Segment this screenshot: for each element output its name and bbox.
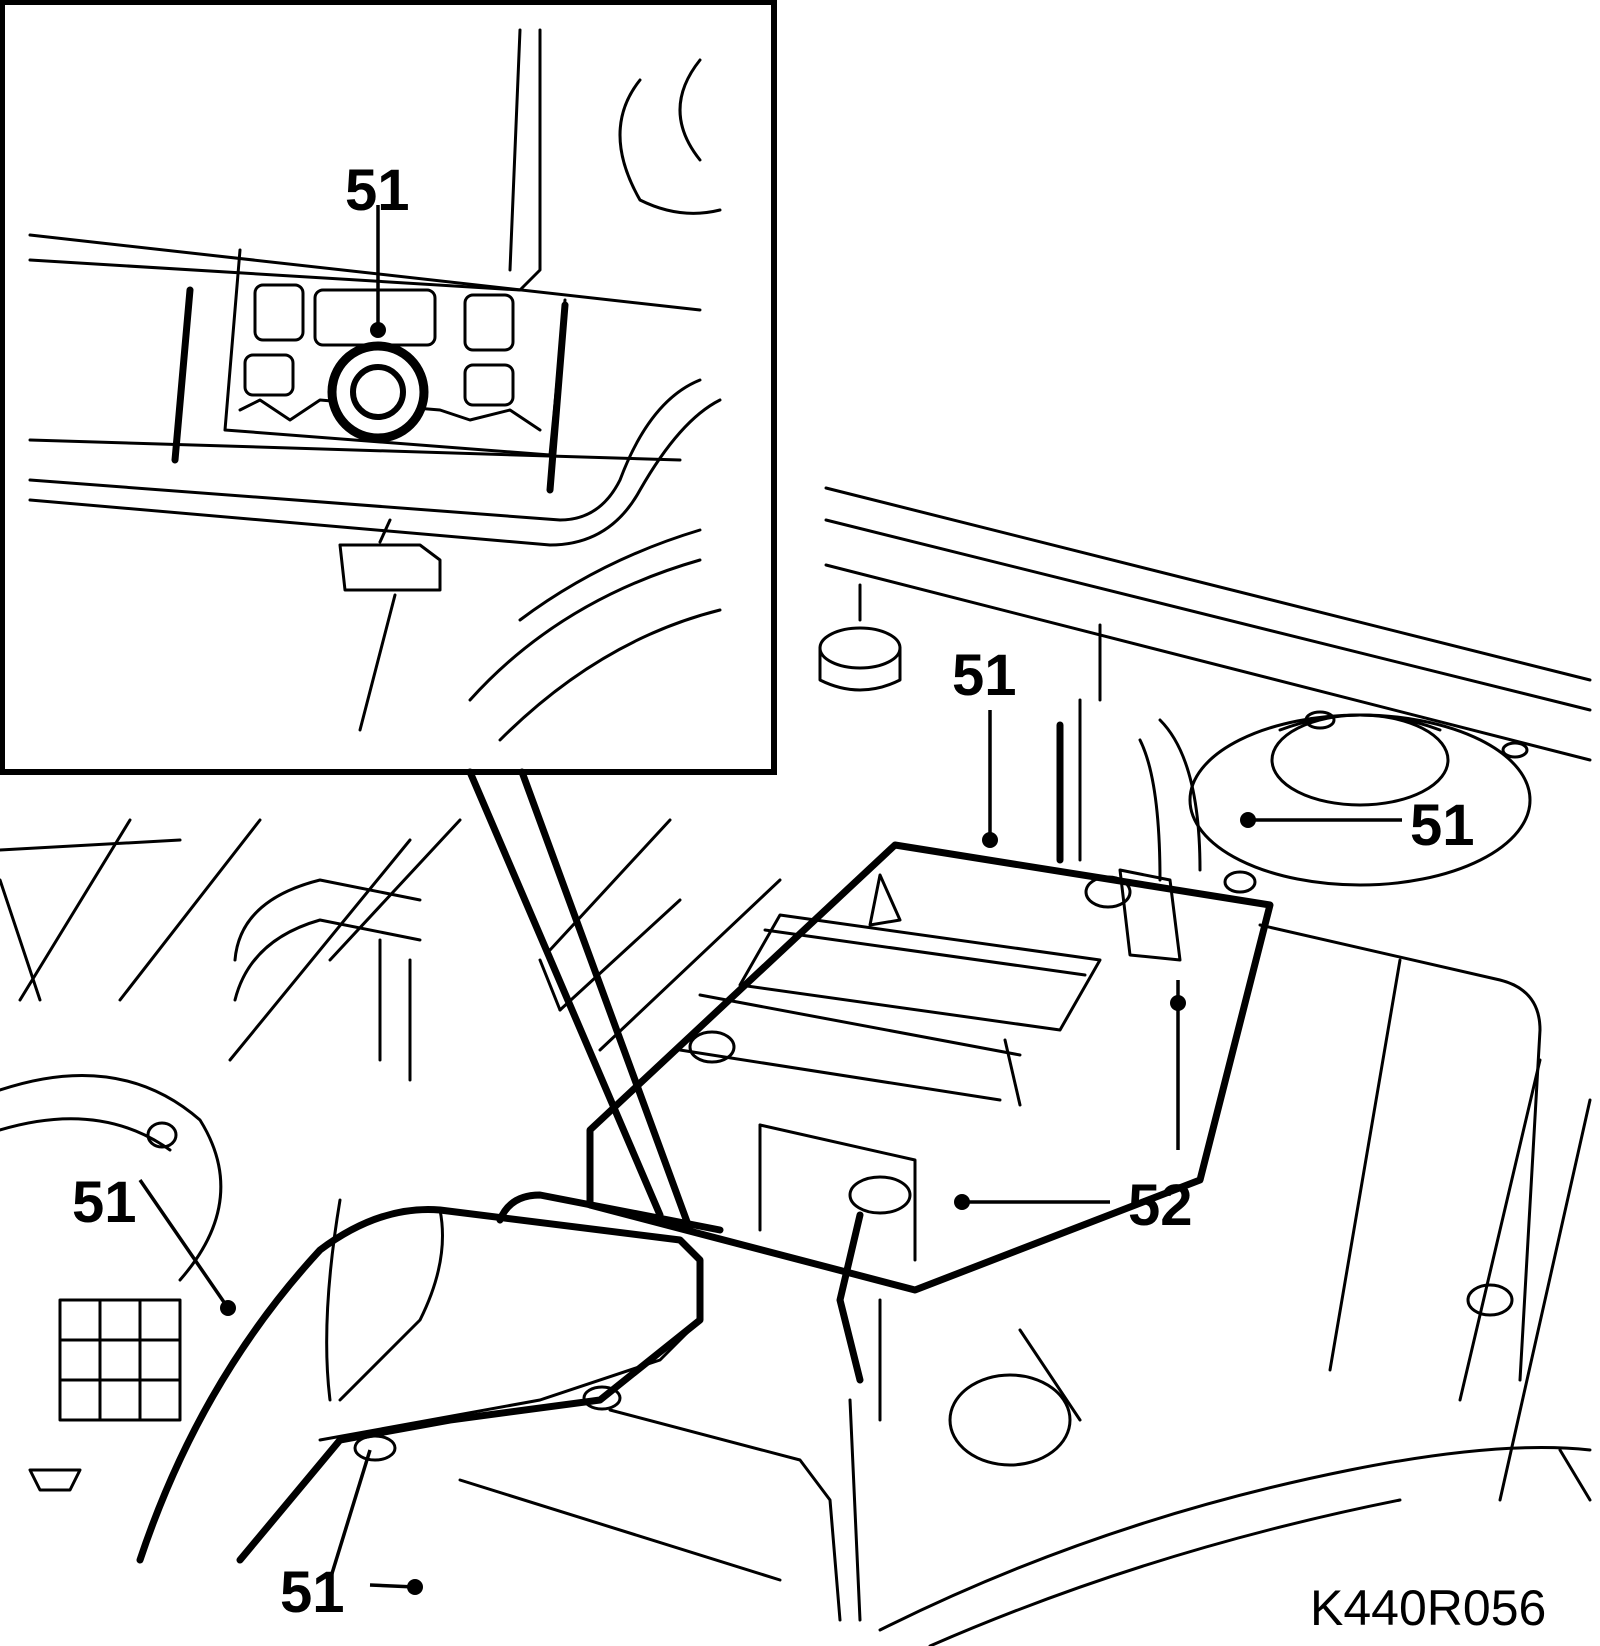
battery: [586, 698, 1274, 1622]
leader-lines: [138, 205, 1402, 1595]
callout-labels: 51 51 51 51 51 52 52: [72, 158, 1475, 1625]
engine-bay-linework: [0, 486, 1592, 1646]
callout-upper-center: 51: [952, 643, 1017, 708]
callout-battery-front: 52: [1128, 1173, 1193, 1238]
callout-bottom-left: 51: [280, 1560, 345, 1625]
air-intake-duct: [136, 1191, 842, 1622]
figure-code: K440R056: [1310, 1580, 1546, 1636]
inset-detail: [0, 0, 777, 1234]
callout-inset-nut: 51: [345, 158, 410, 223]
callout-left: 51: [72, 1170, 137, 1235]
callout-upper-right: 51: [1410, 793, 1475, 858]
